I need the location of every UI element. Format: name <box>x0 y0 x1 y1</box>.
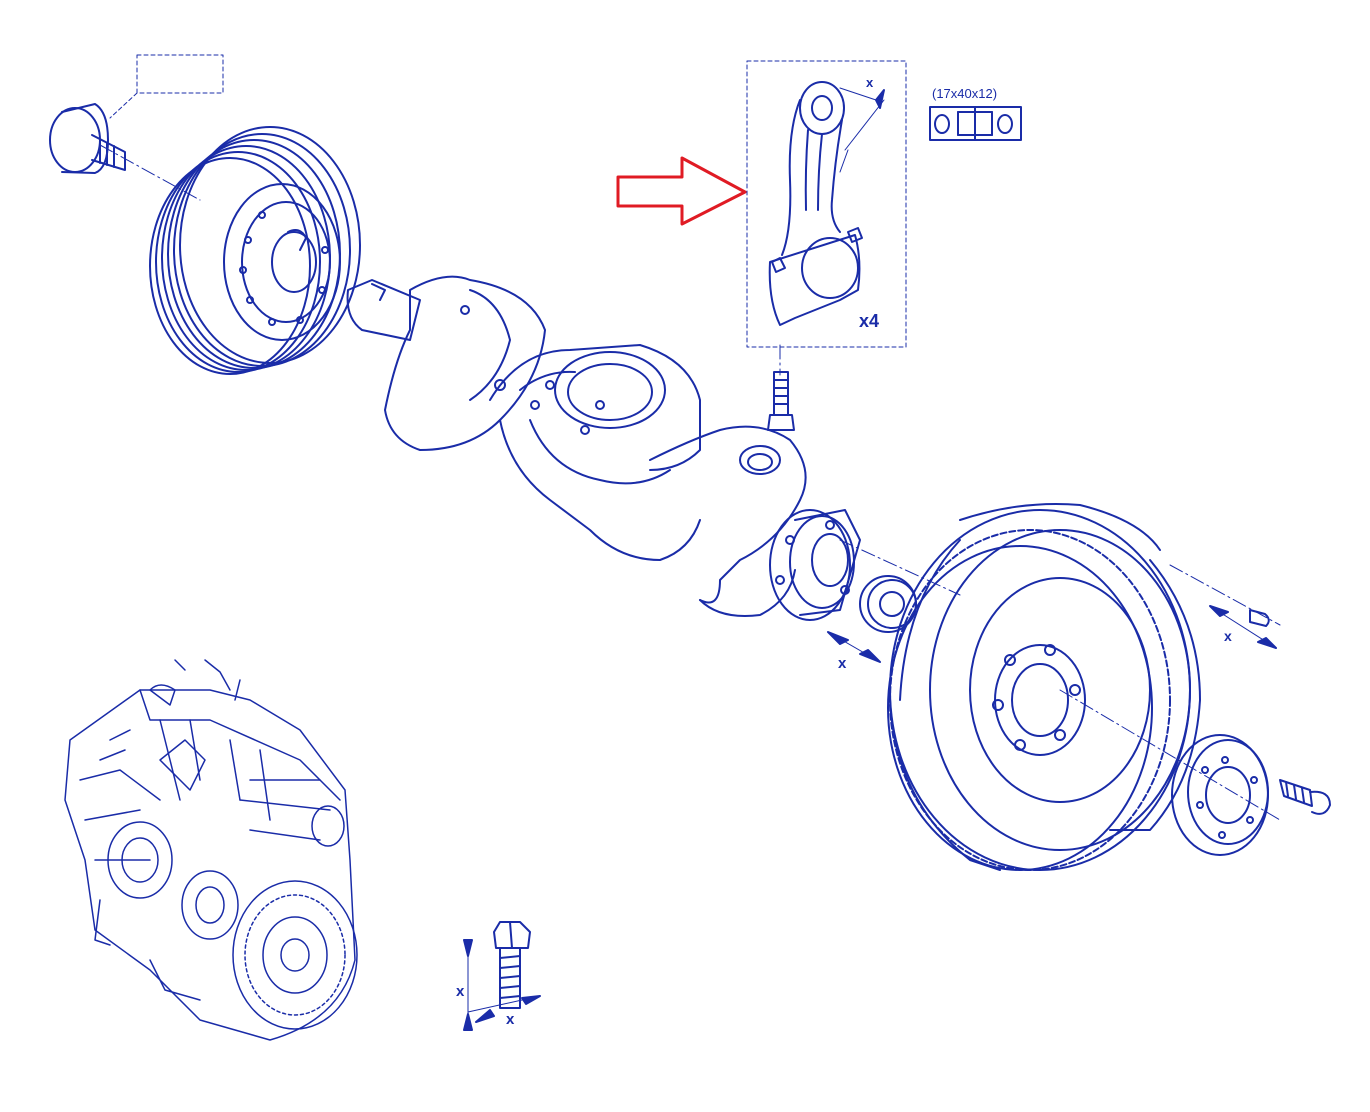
conrod-dashed-box <box>746 60 907 348</box>
pulley-bolt-icon <box>49 103 126 174</box>
bushing-icon <box>929 106 1022 141</box>
rear-pilot-bearing-icon <box>859 575 917 633</box>
assembly-axis-line <box>99 144 1281 821</box>
connecting-rod-icon <box>768 81 863 326</box>
bushing-size-label: (17x40x12) <box>932 86 997 101</box>
bolt-gauge-icon <box>463 921 541 1031</box>
flywheel-bolt-icon <box>1279 779 1331 815</box>
crankshaft-icon <box>346 275 861 621</box>
placeholder-box <box>136 54 224 94</box>
rear-bearing-dimension-icon <box>827 631 881 663</box>
flywheel-dowel-icon <box>1209 605 1277 649</box>
rear-bearing-dimension-label: x <box>838 655 847 672</box>
conrod-dimension-label: x <box>866 75 874 90</box>
engine-assembly-icon <box>64 659 358 1041</box>
highlight-arrow-icon <box>616 156 747 226</box>
flywheel-icon <box>887 503 1201 871</box>
flywheel-dowel-dimension-label: x <box>1224 628 1232 644</box>
conrod-quantity-label: x4 <box>859 311 879 331</box>
crankshaft-pulley-icon <box>149 126 361 375</box>
flywheel-plate-icon <box>1171 734 1269 856</box>
conrod-dimension-icon <box>839 87 885 173</box>
conrod-bolt-icon <box>767 371 795 431</box>
bolt-gauge-width-label: x <box>506 1011 515 1028</box>
bolt-gauge-height-label: x <box>456 983 465 1000</box>
